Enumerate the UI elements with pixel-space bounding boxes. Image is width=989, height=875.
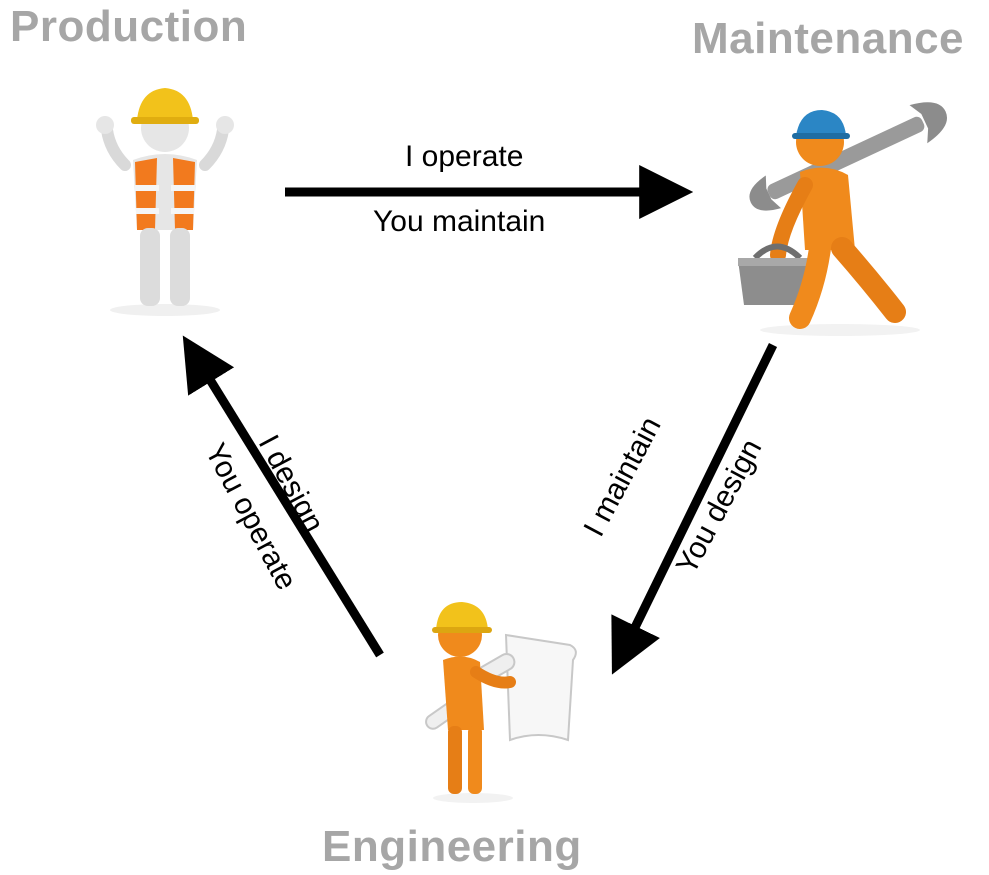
arrow-maintenance-to-engineering [611,343,778,675]
engineering-label: Engineering [322,822,582,871]
edge-label-you-maintain: You maintain [373,205,546,238]
production-label: Production [10,2,248,51]
arrow-engineering-to-production [182,335,384,658]
production-worker-icon [96,88,234,316]
edge-label-i-operate: I operate [405,140,524,173]
maintenance-label: Maintenance [692,14,965,63]
maintenance-worker-icon [738,102,947,336]
engineer-icon [425,602,577,803]
